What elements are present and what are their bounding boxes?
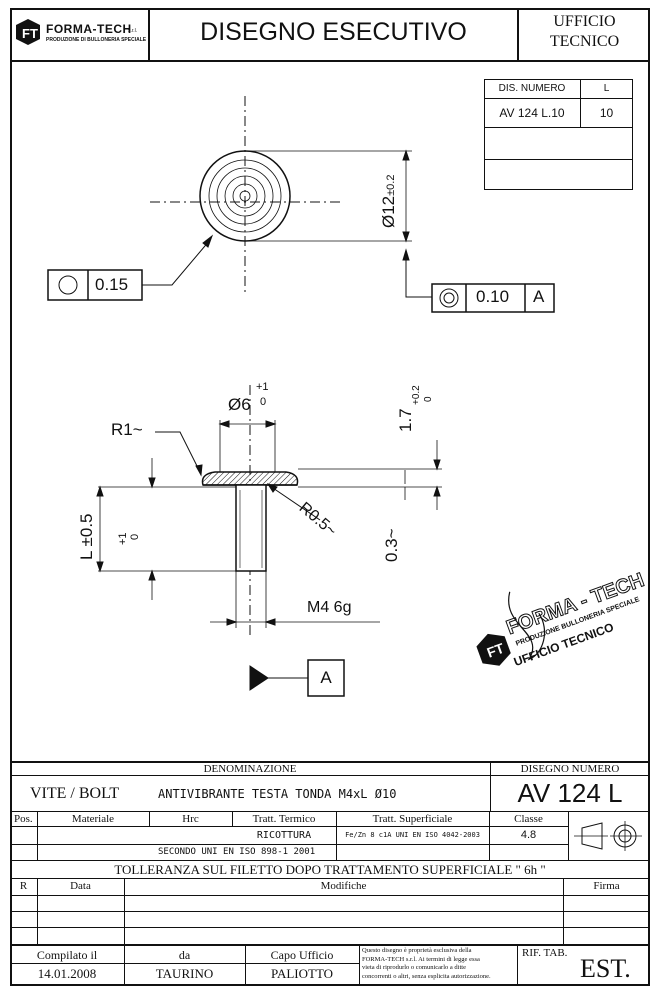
dis-numero-header: DIS. NUMERO bbox=[498, 83, 566, 94]
rif-tab-label: RIF. TAB. bbox=[522, 947, 568, 959]
stamp-logo-icon bbox=[476, 633, 511, 666]
side-view bbox=[96, 385, 442, 697]
superficiale-value: Fe/Zn 8 c1A UNI EN ISO 4042-2003 bbox=[345, 831, 480, 839]
logo-suffix: s.r.l. bbox=[128, 28, 138, 34]
compilato-label: Compilato il bbox=[36, 948, 98, 962]
diameter-head-label: Ø6 bbox=[228, 395, 251, 414]
rev-modifiche: Modifiche bbox=[320, 880, 367, 892]
compilato-value: 14.01.2008 bbox=[37, 966, 97, 981]
concentricity-icon bbox=[439, 288, 459, 308]
head-height-tol-low: 0 bbox=[423, 396, 434, 402]
da-label: da bbox=[178, 948, 191, 962]
col-termico: Tratt. Termico bbox=[252, 813, 316, 825]
depth-label: 0.3~ bbox=[382, 528, 401, 562]
col-superficiale: Tratt. Superficiale bbox=[372, 813, 453, 825]
head-height-label: 1.7 bbox=[396, 408, 415, 432]
col-pos: Pos. bbox=[14, 813, 33, 825]
drawing-frame bbox=[10, 8, 650, 986]
col-classe: Classe bbox=[514, 813, 543, 825]
col-hrc: Hrc bbox=[182, 813, 199, 825]
diameter-head-tol-up: +1 bbox=[256, 381, 269, 393]
projection-symbol-icon bbox=[574, 821, 642, 851]
part-name: VITE / BOLT bbox=[30, 785, 120, 802]
diameter-head-tol-low: 0 bbox=[260, 396, 267, 408]
legal-notice: Questo disegno è proprietà esclusiva del… bbox=[362, 947, 491, 980]
title-block-top bbox=[10, 761, 650, 763]
dis-numero-table bbox=[484, 79, 633, 190]
header-sep-1 bbox=[148, 8, 150, 60]
radius-head-label: R1~ bbox=[111, 420, 143, 439]
office-label-2: TECNICO bbox=[549, 33, 620, 50]
datum-label: A bbox=[320, 668, 332, 687]
header-sep-2 bbox=[517, 8, 519, 60]
tolerance-note: TOLLERANZA SUL FILETTO DOPO TRATTAMENTO … bbox=[114, 862, 546, 877]
circularity-icon bbox=[58, 275, 78, 295]
runout-value: 0.15 bbox=[95, 275, 129, 294]
da-value: TAURINO bbox=[155, 966, 214, 981]
rev-data: Data bbox=[70, 880, 91, 892]
col-materiale: Materiale bbox=[71, 813, 115, 825]
page-title: DISEGNO ESECUTIVO bbox=[200, 18, 467, 46]
denominazione-header: DENOMINAZIONE bbox=[203, 763, 297, 775]
dis-l-header: L bbox=[603, 83, 610, 94]
capo-label: Capo Ufficio bbox=[270, 948, 334, 962]
drawing-number: AV 124 L bbox=[517, 778, 623, 808]
logo-tagline: PRODUZIONE DI BULLONERIA SPECIALE bbox=[46, 37, 147, 43]
signature bbox=[508, 591, 546, 661]
thread-label: M4 6g bbox=[307, 599, 352, 616]
svg-text:FT: FT bbox=[485, 640, 507, 661]
office-label-1: UFFICIO bbox=[553, 13, 616, 30]
length-tol-low: 0 bbox=[129, 533, 141, 540]
dim-diameter-top: Ø12±0.2 bbox=[379, 174, 398, 228]
top-view bbox=[142, 96, 432, 298]
rev-firma: Firma bbox=[593, 880, 620, 892]
length-label: L ±0.5 bbox=[77, 513, 96, 560]
classe-value: 4.8 bbox=[520, 829, 537, 841]
concentricity-value: 0.10 bbox=[476, 287, 510, 306]
dis-numero-value: AV 124 L.10 bbox=[499, 106, 565, 120]
capo-value: PALIOTTO bbox=[270, 966, 334, 981]
datum-ref: A bbox=[533, 287, 545, 306]
length-tol-up: +1 bbox=[117, 532, 129, 545]
header-divider bbox=[10, 60, 650, 62]
logo-hexagon-icon: FT bbox=[16, 19, 40, 45]
office-stamp: FT FORMA - TECH PRODUZIONE BULLONERIA SP… bbox=[476, 569, 648, 669]
dis-l-value: 10 bbox=[599, 106, 614, 120]
disegno-numero-header: DISEGNO NUMERO bbox=[520, 763, 620, 775]
part-description: ANTIVIBRANTE TESTA TONDA M4xL Ø10 bbox=[158, 787, 397, 801]
technical-drawing: FT FORMA - TECH PRODUZIONE BULLONERIA SP… bbox=[47, 96, 648, 697]
rif-tab-value: EST. bbox=[580, 954, 631, 983]
head-height-tol-up: +0.2 bbox=[411, 385, 422, 405]
hrc-value: SECONDO UNI EN ISO 898-1 2001 bbox=[158, 847, 316, 857]
company-logo: FT FORMA-TECH s.r.l. PRODUZIONE DI BULLO… bbox=[14, 17, 146, 53]
logo-text: FORMA-TECH bbox=[46, 22, 132, 36]
svg-text:FT: FT bbox=[22, 26, 38, 41]
rev-r: R bbox=[19, 880, 28, 892]
termico-value: RICOTTURA bbox=[256, 830, 312, 841]
